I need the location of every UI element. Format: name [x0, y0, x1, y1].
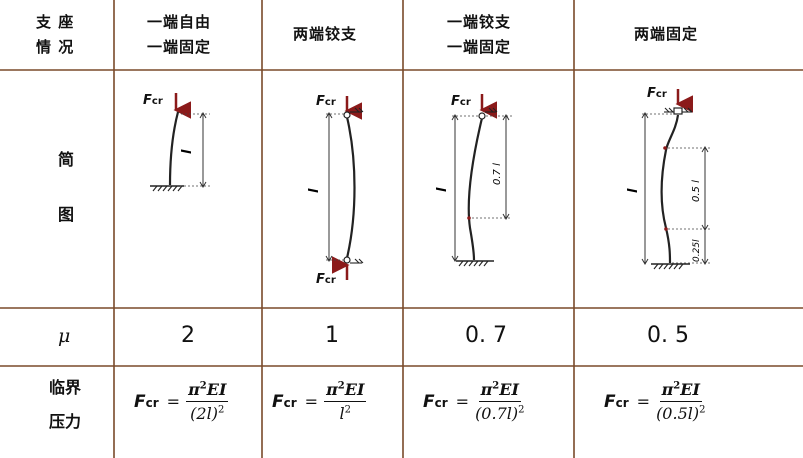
fcr-label-col2-top: Fcr	[316, 94, 336, 109]
diagram-row-label-1: 简	[58, 150, 75, 169]
diagram-pinned-pinned	[325, 96, 364, 280]
formula-col4: Fcr = π2EI (0.5l)2	[604, 380, 706, 423]
length-label-col1: l	[180, 149, 195, 154]
top-pin	[343, 111, 351, 119]
top-clamp	[673, 107, 683, 115]
bottom-pin	[343, 256, 351, 264]
col1-header-line2: 一端固定	[147, 38, 212, 56]
fcr-label-col4: Fcr	[647, 86, 667, 101]
fcr-label-col2-bottom: Fcr	[316, 272, 336, 287]
mu-value-col4: 0. 5	[647, 323, 689, 348]
diagram-fixed-fixed	[641, 89, 712, 270]
mu-value-col2: 1	[325, 323, 339, 348]
pressure-row-label-1: 临界	[49, 378, 82, 397]
diagram-row-label-2: 图	[58, 205, 75, 224]
mu-value-col1: 2	[181, 323, 195, 348]
col3-header-line2: 一端固定	[447, 38, 512, 56]
length-label-col3: l	[435, 187, 450, 192]
top-pin	[478, 112, 486, 120]
corner-label-bottom: 情 况	[36, 38, 75, 56]
fcr-label-col1: Fcr	[143, 93, 163, 108]
col2-header: 两端铰支	[293, 25, 358, 43]
column-curve	[345, 116, 356, 259]
dim-label-col3: 0.7 l	[492, 163, 503, 185]
corner-label-top: 支 座	[36, 13, 75, 31]
length-label-col2: l	[307, 188, 322, 193]
diagram-pinned-fixed	[451, 94, 512, 267]
column-curve	[467, 117, 484, 261]
mu-row-label: μ	[58, 325, 71, 347]
pressure-row-label-2: 压力	[49, 412, 82, 431]
col3-header-line1: 一端铰支	[447, 13, 512, 31]
formula-col3: Fcr = π2EI (0.7l)2	[423, 380, 525, 423]
formula-col1: Fcr = π2EI (2l)2	[134, 380, 229, 423]
length-label-col4: l	[626, 188, 641, 193]
formula-col2: Fcr = π2EI l2	[272, 380, 367, 423]
fcr-label-col3: Fcr	[451, 94, 471, 109]
diagram-free-fixed	[150, 93, 210, 192]
mu-value-col3: 0. 7	[465, 323, 507, 348]
col1-header-line1: 一端自由	[147, 13, 212, 31]
dim-label-col4-end: 0.25l	[692, 239, 702, 262]
column-curve	[168, 111, 180, 186]
column-curve	[660, 114, 680, 264]
dim-label-col4-mid: 0.5 l	[691, 180, 702, 202]
col4-header: 两端固定	[634, 25, 699, 43]
